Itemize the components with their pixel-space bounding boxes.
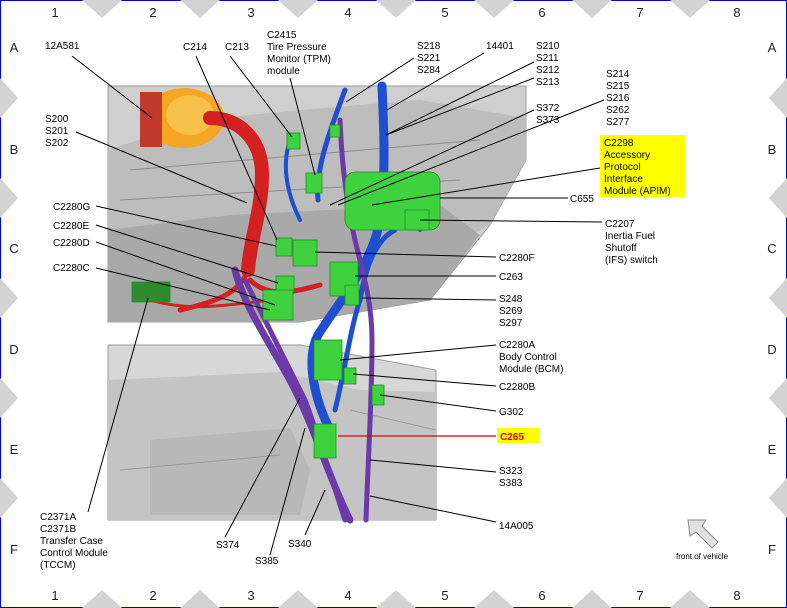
label-c2280e: C2280E	[53, 221, 89, 232]
connector-c2280a	[313, 339, 343, 381]
grid-columns-top: 1 2 3 4 5 6 7 8	[51, 5, 740, 20]
label-c265: C265	[500, 432, 524, 443]
label-14a005: 14A005	[499, 521, 534, 532]
connector-s248	[344, 284, 360, 306]
label-c2280a-bcm: C2280A Body Control Module (BCM)	[499, 340, 563, 375]
grid-row-c: C	[9, 241, 18, 256]
grid-row-e-right: E	[768, 442, 777, 457]
vehicle-illustration	[107, 81, 527, 524]
grid-row-b: B	[10, 142, 19, 157]
connector-c2415	[305, 172, 323, 194]
front-of-vehicle-indicator: front of vehicle	[676, 519, 729, 561]
grid-col-6-bottom: 6	[538, 588, 545, 603]
label-s340: S340	[288, 539, 312, 550]
leader-lines	[71, 52, 605, 556]
grid-row-d: D	[9, 342, 18, 357]
grid-col-3-bottom: 3	[247, 588, 254, 603]
label-s210-s213: S210 S211 S212 S213	[536, 41, 562, 88]
grid-columns-bottom: 1 2 3 4 5 6 7 8	[51, 588, 740, 603]
green-connectors	[131, 124, 441, 459]
connector-c213	[286, 132, 301, 150]
label-c263: C263	[499, 272, 523, 283]
label-14401: 14401	[486, 41, 514, 52]
label-c2207-ifs: C2207 Inertia Fuel Shutoff (IFS) switch	[605, 219, 658, 266]
connector-s210	[329, 124, 341, 138]
grid-col-4: 4	[344, 5, 351, 20]
grid-col-1: 1	[51, 5, 58, 20]
label-c213: C213	[225, 42, 249, 53]
grid-row-d-right: D	[767, 342, 776, 357]
label-c2280f: C2280F	[499, 253, 535, 264]
label-g302: G302	[499, 407, 524, 418]
connector-c265	[313, 423, 337, 459]
label-c2371-tccm: C2371A C2371B Transfer Case Control Modu…	[40, 512, 111, 571]
grid-row-f: F	[10, 542, 18, 557]
grid-row-c-right: C	[767, 241, 776, 256]
label-c2280c: C2280C	[53, 263, 90, 274]
grid-col-6: 6	[538, 5, 545, 20]
label-s374: S374	[216, 540, 240, 551]
grid-col-5-bottom: 5	[441, 588, 448, 603]
grid-row-e: E	[10, 442, 19, 457]
label-c2280d: C2280D	[53, 238, 90, 249]
connector-c2280c	[131, 281, 171, 303]
connector-c2280g	[275, 237, 293, 257]
grid-col-7-bottom: 7	[636, 588, 643, 603]
label-c214: C214	[183, 42, 207, 53]
label-c2415: C2415 Tire Pressure Monitor (TPM) module	[267, 30, 334, 77]
grid-col-5: 5	[441, 5, 448, 20]
grid-row-a: A	[10, 40, 19, 55]
grid-col-8: 8	[733, 5, 740, 20]
label-c655: C655	[570, 194, 594, 205]
label-s385: S385	[255, 556, 279, 567]
label-c2298-apim: C2298 Accessory Protocol Interface Modul…	[604, 138, 671, 197]
connector-c2280d	[262, 289, 294, 321]
apim-highlight	[600, 135, 685, 197]
label-s218-s221-s284: S218 S221 S284	[417, 41, 443, 76]
label-s248-s297: S248 S269 S297	[499, 294, 525, 329]
front-arrow-icon	[687, 519, 719, 549]
label-s200-s202: S200 S201 S202	[45, 114, 71, 149]
connector-c2280f	[292, 239, 318, 267]
label-front-of-vehicle: front of vehicle	[676, 552, 729, 561]
grid-row-a-right: A	[768, 40, 777, 55]
label-s214-s277: S214 S215 S216 S262 S277	[606, 69, 632, 128]
connector-c263	[329, 261, 359, 297]
grid-col-2-bottom: 2	[149, 588, 156, 603]
label-c2280g: C2280G	[53, 202, 90, 213]
connector-g302	[371, 384, 385, 406]
grid-row-b-right: B	[768, 142, 777, 157]
c265-highlight	[497, 428, 540, 443]
label-s372-s373: S372 S373	[536, 103, 562, 126]
grid-col-3: 3	[247, 5, 254, 20]
grid-col-4-bottom: 4	[344, 588, 351, 603]
label-c2280b: C2280B	[499, 382, 535, 393]
grid-col-8-bottom: 8	[733, 588, 740, 603]
grid-col-7: 7	[636, 5, 643, 20]
grid-col-2: 2	[149, 5, 156, 20]
label-s323-s383: S323 S383	[499, 466, 525, 489]
grid-rows-right: A B C D E F	[767, 40, 776, 557]
grid-col-1-bottom: 1	[51, 588, 58, 603]
connector-c2280b	[343, 367, 357, 385]
grid-row-f-right: F	[768, 542, 776, 557]
component-labels: 12A581 C214 C213 C2415 Tire Pressure Mon…	[40, 30, 685, 571]
grid-rows-left: A B C D E F	[9, 40, 18, 557]
label-12a581: 12A581	[45, 41, 80, 52]
